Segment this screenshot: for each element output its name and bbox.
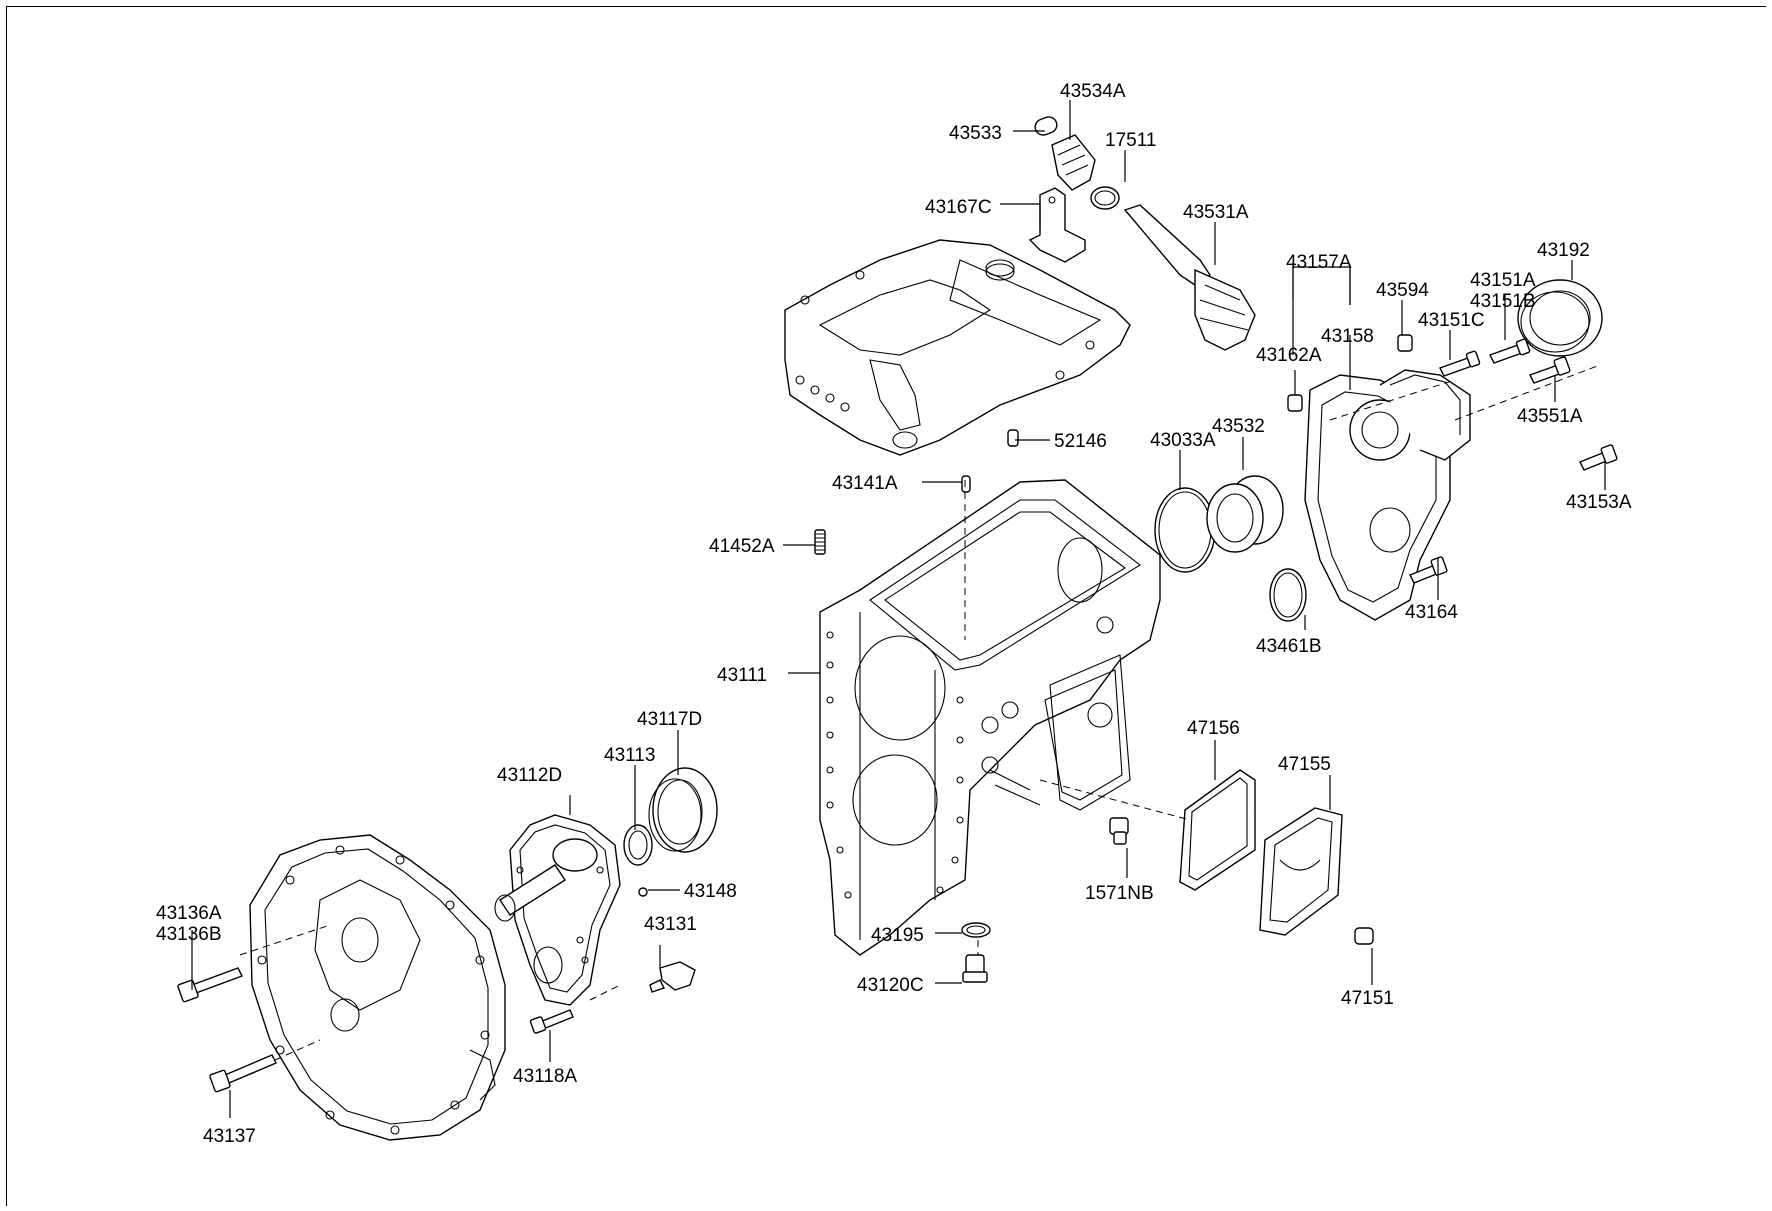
pin-52146 xyxy=(1007,429,1019,447)
bracket-43167C xyxy=(1028,187,1086,263)
label-43117D[interactable]: 43117D xyxy=(637,709,702,730)
label-43120C[interactable]: 43120C xyxy=(857,975,924,996)
plug-43162A xyxy=(1287,394,1303,412)
label-43151A[interactable]: 43151A xyxy=(1470,270,1536,291)
label-43113[interactable]: 43113 xyxy=(604,745,655,766)
label-43594[interactable]: 43594 xyxy=(1376,280,1429,301)
label-43151C[interactable]: 43151C xyxy=(1418,310,1485,331)
o-ring-43148 xyxy=(638,887,648,897)
label-43148[interactable]: 43148 xyxy=(684,881,737,902)
label-43153A[interactable]: 43153A xyxy=(1566,492,1632,513)
snap-ring-43033A xyxy=(1154,487,1216,573)
bolts-top-right xyxy=(1409,338,1618,584)
bearing-retainer-43112D xyxy=(494,814,621,1006)
label-43131[interactable]: 43131 xyxy=(644,914,697,935)
center-lines xyxy=(239,364,1601,1061)
label-43551A[interactable]: 43551A xyxy=(1517,406,1583,427)
label-43158[interactable]: 43158 xyxy=(1321,326,1374,347)
label-43151B[interactable]: 43151B xyxy=(1470,291,1536,312)
label-47151[interactable]: 47151 xyxy=(1341,988,1394,1009)
label-43111[interactable]: 43111 xyxy=(717,665,767,686)
switch-1571NB xyxy=(1109,817,1129,845)
cover-47155 xyxy=(1259,807,1343,936)
gasket-47156 xyxy=(1179,769,1256,891)
bolt-43137 xyxy=(209,1054,277,1093)
oil-seal-43192 xyxy=(1517,279,1603,357)
label-47156[interactable]: 47156 xyxy=(1187,718,1240,739)
oil-seal-43117D xyxy=(648,767,718,853)
label-43534A[interactable]: 43534A xyxy=(1060,81,1126,102)
label-43137[interactable]: 43137 xyxy=(203,1126,256,1147)
label-43167C[interactable]: 43167C xyxy=(925,197,992,218)
label-43162A[interactable]: 43162A xyxy=(1256,345,1322,366)
label-17511[interactable]: 17511 xyxy=(1105,130,1156,151)
leader-lines xyxy=(191,100,1606,1118)
bolt-43136 xyxy=(177,967,243,1003)
label-43531A[interactable]: 43531A xyxy=(1183,202,1249,223)
plug-47151 xyxy=(1354,927,1374,945)
label-43461B[interactable]: 43461B xyxy=(1256,636,1322,657)
drain-plug-43120C xyxy=(962,954,988,983)
sensor-43131 xyxy=(649,961,696,993)
label-43033A[interactable]: 43033A xyxy=(1150,430,1216,451)
snap-ring-43461B xyxy=(1269,568,1307,622)
label-52146[interactable]: 52146 xyxy=(1054,431,1107,452)
label-43136A[interactable]: 43136A xyxy=(156,903,222,924)
bearing-43532 xyxy=(1206,475,1284,553)
diagram-frame xyxy=(6,6,1766,1206)
label-43112D[interactable]: 43112D xyxy=(497,765,562,786)
ring-43113 xyxy=(623,824,653,866)
label-43192[interactable]: 43192 xyxy=(1537,240,1590,261)
label-43532[interactable]: 43532 xyxy=(1212,416,1265,437)
pin-43141A xyxy=(961,475,971,493)
label-41452A[interactable]: 41452A xyxy=(709,536,775,557)
label-47155[interactable]: 47155 xyxy=(1278,754,1331,775)
clutch-housing xyxy=(249,834,506,1141)
speedometer-driven-gear xyxy=(1123,204,1256,351)
label-43164[interactable]: 43164 xyxy=(1405,602,1458,623)
label-43118A[interactable]: 43118A xyxy=(513,1066,577,1087)
label-43136B[interactable]: 43136B xyxy=(156,924,222,945)
transmission-case-43111 xyxy=(819,479,1161,956)
rear-cover-43158 xyxy=(1304,369,1471,621)
label-43141A[interactable]: 43141A xyxy=(832,473,898,494)
plug-43594 xyxy=(1397,334,1413,352)
washer-43195 xyxy=(961,922,991,938)
label-43533[interactable]: 43533 xyxy=(949,123,1002,144)
spring-41452A xyxy=(814,529,826,555)
part-labels: 43534A 43533 17511 43167C 43531A 43157A … xyxy=(156,81,1632,1147)
label-43195[interactable]: 43195 xyxy=(871,925,924,946)
speedometer-sleeve xyxy=(1034,116,1096,191)
bolt-43118A xyxy=(529,1009,574,1034)
shift-cover-housing xyxy=(784,239,1131,456)
label-1571NB[interactable]: 1571NB xyxy=(1085,883,1154,904)
label-43157A[interactable]: 43157A xyxy=(1286,252,1352,273)
